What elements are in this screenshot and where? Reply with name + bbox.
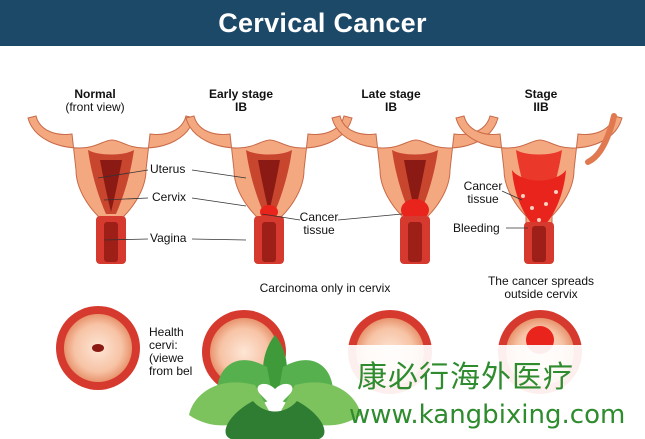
panel-heading-line1: Late stage	[361, 87, 421, 101]
label-cervix: Cervix	[152, 190, 187, 204]
caption-spread-line1: The cancer spreads	[487, 274, 595, 288]
label-healthy-line1: Health	[149, 325, 184, 339]
lotus-logo	[189, 335, 361, 439]
label-uterus: Uterus	[150, 162, 186, 176]
label-cancer-tissue-iib: Cancer tissue	[462, 180, 504, 206]
panel-heading-line1: Stage	[524, 87, 558, 101]
panel-heading-early-stage: Early stage IB	[176, 88, 306, 114]
watermark-url: www.kangbixing.com	[349, 400, 626, 430]
label-vagina: Vagina	[150, 231, 187, 245]
label-cancer-tissue-line2: tissue	[303, 223, 335, 237]
uterus-diagram-early	[185, 115, 353, 264]
panel-heading-line2: IB	[235, 100, 247, 114]
label-cancer-tissue-line1: Cancer	[299, 210, 339, 224]
uterus-diagram-late	[331, 115, 499, 264]
label-healthy-line2: cervi:	[149, 338, 178, 352]
caption-spread-line2: outside cervix	[504, 287, 578, 301]
panel-heading-normal: Normal (front view)	[30, 88, 160, 114]
label-cancer-tissue-iib-line1: Cancer	[463, 179, 503, 193]
panel-heading-line1: Normal	[74, 87, 116, 101]
panel-heading-line2: IIB	[533, 100, 549, 114]
label-cancer-tissue-iib-line2: tissue	[467, 192, 499, 206]
panel-heading-stage-iib: Stage IIB	[476, 88, 606, 114]
title-banner: Cervical Cancer	[0, 0, 645, 46]
label-healthy-line3: (viewe	[149, 351, 184, 365]
uterus-diagram-normal	[27, 115, 195, 264]
panel-heading-late-stage: Late stage IB	[326, 88, 456, 114]
label-healthy-line4: from bel	[149, 364, 193, 378]
label-bleeding: Bleeding	[453, 221, 500, 235]
label-cancer-tissue: Cancer tissue	[298, 211, 340, 237]
uterus-diagram-stage-iib	[455, 113, 623, 264]
caption-carcinoma: Carcinoma only in cervix	[259, 281, 391, 295]
label-healthy-cervix: Health cervi: (viewe from bel	[149, 326, 192, 378]
panel-heading-line1: Early stage	[208, 87, 274, 101]
panel-heading-line2: (front view)	[65, 100, 125, 114]
panel-heading-line2: IB	[385, 100, 397, 114]
watermark-chinese: 康必行海外医疗	[357, 360, 574, 395]
page-title: Cervical Cancer	[218, 7, 427, 38]
cervix-front-view-normal	[56, 306, 140, 390]
caption-spread: The cancer spreads outside cervix	[476, 275, 606, 301]
